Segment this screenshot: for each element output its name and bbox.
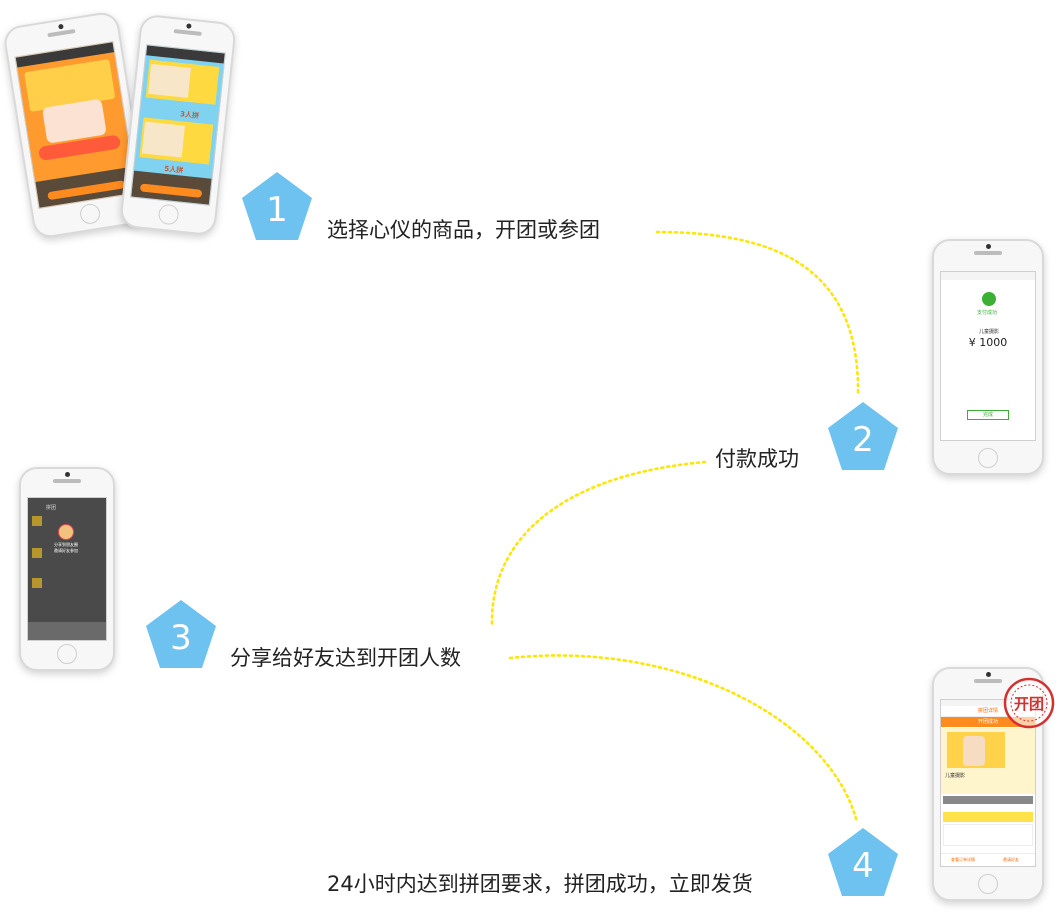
share-tip-sub: 邀请好友参加	[54, 548, 78, 553]
share-title: 拼团	[46, 505, 57, 511]
step-2-badge: 2	[828, 402, 898, 470]
path-3-to-4	[508, 654, 859, 824]
path-2-to-3	[490, 460, 707, 627]
done-button[interactable]: 完成	[967, 410, 1009, 420]
payment-product: 儿童摄影	[979, 329, 1000, 335]
step-3-text: 分享给好友达到开团人数	[230, 646, 461, 670]
phone-payment-success: 支付成功 儿童摄影 ¥ 1000 完成	[932, 239, 1044, 475]
payment-status: 支付成功	[977, 310, 998, 316]
payment-amount: ¥ 1000	[968, 336, 1008, 349]
badge-3: 3人拼	[179, 110, 200, 121]
step-2-text: 付款成功	[715, 447, 799, 471]
stamp-icon: 开团	[1003, 677, 1055, 729]
step-2-number: 2	[852, 420, 874, 460]
share-tip: 分享到朋友圈	[54, 542, 78, 547]
step-3-number: 3	[170, 618, 192, 658]
step-4-text: 24小时内达到拼团要求，拼团成功，立即发货	[327, 872, 753, 896]
path-1-to-2	[655, 230, 860, 397]
wechat-pay-icon	[982, 292, 996, 306]
step-1-badge: 1	[242, 172, 312, 240]
view-order-button[interactable]: 查看订单详情	[951, 857, 975, 862]
stamp-text: 开团	[1014, 695, 1044, 713]
step-4-number: 4	[852, 846, 874, 886]
step-3-badge: 3	[146, 600, 216, 668]
share-cartoon-icon	[58, 524, 74, 540]
invite-friends-button[interactable]: 邀请好友	[1003, 857, 1019, 862]
phone-group-success: 拼团详情 开团成功 儿童摄影 查看订单详情 邀请好友	[932, 667, 1044, 901]
phone-share: 拼团 分享到朋友圈 邀请好友参加	[19, 467, 115, 671]
step-1-number: 1	[266, 190, 288, 230]
group-banner: 开团成功	[941, 717, 1035, 727]
group-title: 拼团详情	[941, 706, 1035, 717]
group-product: 儿童摄影	[945, 773, 966, 779]
step-1-text: 选择心仪的商品，开团或参团	[327, 218, 600, 242]
step-4-badge: 4	[828, 828, 898, 896]
